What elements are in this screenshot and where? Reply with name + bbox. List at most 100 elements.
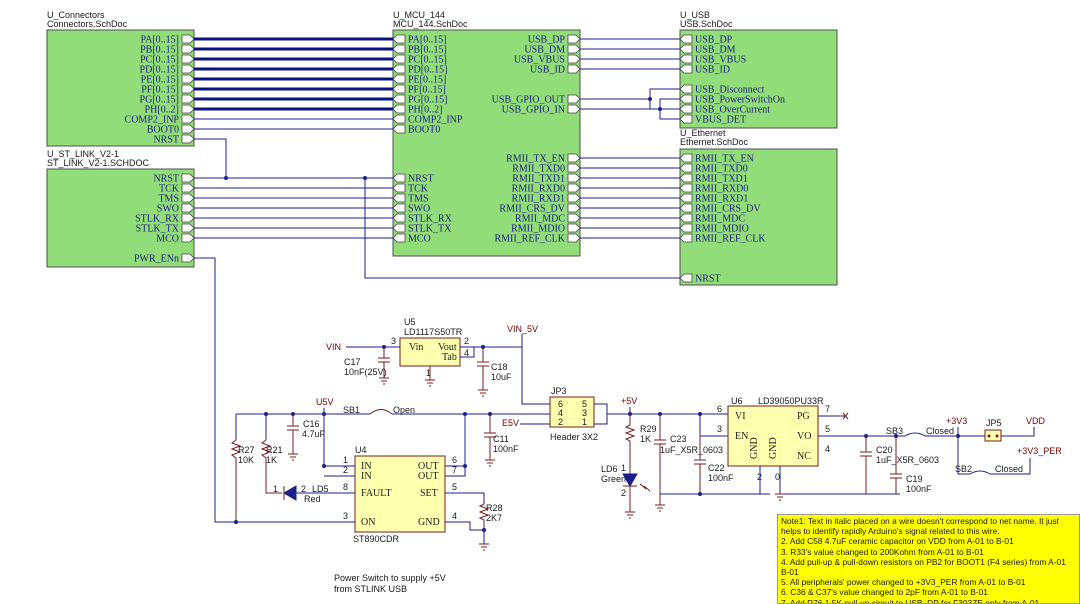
- connectors-pin: COMP2_INP: [125, 115, 180, 126]
- sheet-ethernet-name: U_Ethernet: [680, 128, 726, 138]
- note-line: 6. C36 & C37's value changed to 2pF from…: [781, 587, 988, 598]
- mcu-rmii-pin: RMII_MDIO: [511, 224, 565, 235]
- mcu-left-pin: PA[0..15]: [408, 35, 447, 46]
- connectors-pin: BOOT0: [147, 125, 179, 136]
- c18-val: 10uF: [491, 372, 512, 382]
- eth-pin: RMII_MDC: [695, 214, 745, 225]
- usb-pin: USB_VBUS: [695, 55, 746, 66]
- led-ld5: 1 2 LD5 Red: [273, 484, 340, 504]
- jp5-ref: JP5: [986, 418, 1002, 428]
- note-line: Note1: Text in italic placed on a wire d…: [781, 516, 1059, 526]
- u4-gnd: GND: [418, 517, 440, 528]
- mcu-usb-pin: USB_DP: [528, 35, 566, 46]
- stlink-pin: STLK_TX: [136, 224, 180, 235]
- sheet-ethernet[interactable]: U_Ethernet Ethernet.SchDoc RMII_TX_ENRMI…: [679, 128, 838, 286]
- sheet-stlink-name: U_ST_LINK_V2-1: [47, 149, 119, 159]
- sheet-mcu[interactable]: U_MCU_144 MCU_144.SchDoc PA[0..15]PB[0..…: [392, 10, 581, 257]
- sheet-stlink[interactable]: U_ST_LINK_V2-1 ST_LINK_V2-1.SCHDOC NRSTT…: [46, 149, 195, 268]
- mcu-left-pin: TMS: [408, 194, 429, 205]
- jp3-pin2: 2: [558, 417, 563, 427]
- u5-vin: Vin: [409, 342, 423, 353]
- sheet-usb[interactable]: U_USB USB.SchDoc USB_DPUSB_DMUSB_VBUSUSB…: [679, 10, 838, 129]
- u6-n5: 4: [825, 444, 830, 454]
- eth-pin: RMII_MDIO: [695, 224, 749, 235]
- note-line: 3. R33's value changed to 200Kohm from A…: [781, 546, 984, 557]
- c19-ref: C19: [906, 474, 923, 484]
- u6-pg: PG: [797, 411, 810, 422]
- stlink-pin: TMS: [158, 194, 179, 205]
- ld6-pin2: 2: [621, 488, 626, 498]
- eth-pin: RMII_CRS_DV: [695, 204, 761, 215]
- u4-out1: OUT: [418, 461, 439, 472]
- connectors-pin: PB[0..15]: [140, 45, 179, 56]
- u5-ref: U5: [404, 317, 416, 327]
- caption-line1: Power Switch to supply +5V: [334, 573, 446, 583]
- ld6-ref: LD6: [601, 464, 618, 474]
- c23-val: 1uF_X5R_0603: [660, 445, 723, 455]
- c17-ref: C17: [344, 357, 361, 367]
- c16-val: 4.7uF: [302, 429, 326, 439]
- jumper-jp5[interactable]: JP5: [984, 418, 1002, 442]
- usb-pin: USB_DP: [695, 35, 733, 46]
- sheet-mcu-file: MCU_144.SchDoc: [393, 19, 468, 29]
- net-vdd: VDD: [1026, 416, 1046, 426]
- jp3-pin6: 6: [558, 399, 563, 409]
- u5-pin4: 4: [464, 348, 469, 358]
- note-line: 4. Add pull-up & pull-down resistors on …: [781, 556, 1066, 567]
- u6-gnd1: GND: [749, 437, 760, 459]
- mcu-left-pin: NRST: [408, 174, 434, 185]
- c20-val: 1uF_X5R_0603: [876, 455, 939, 465]
- stlink-pin: PWR_ENn: [134, 254, 179, 265]
- r28-val: 2K7: [486, 513, 502, 523]
- u4-fault: FAULT: [361, 488, 392, 499]
- r27-ref: R27: [238, 445, 255, 455]
- mcu-left-pin: PB[0..15]: [408, 45, 447, 56]
- switch-u4[interactable]: U4 IN IN FAULT ON OUT OUT SET GND 1 2 8 …: [322, 445, 457, 544]
- r28-ref: R28: [486, 503, 503, 513]
- sb1-state: Open: [393, 405, 415, 415]
- mcu-rmii-pin: RMII_REF_CLK: [494, 234, 565, 245]
- mcu-rmii-pin: RMII_TXD0: [512, 164, 565, 175]
- header-jp3[interactable]: JP3 6 5 4 3 2 1 Header 3X2: [549, 386, 598, 442]
- ld5-ref: LD5: [312, 484, 329, 494]
- regulator-u6[interactable]: U6 LD39050PU33R VI EN GND GND PG VO NC 6…: [717, 396, 830, 482]
- r29-val: 1K: [640, 434, 651, 444]
- mcu-left-pin: TCK: [408, 184, 429, 195]
- eth-pin: RMII_RXD1: [695, 194, 748, 205]
- net-5v: +5V: [621, 396, 637, 406]
- sb2-state: Closed: [995, 464, 1023, 474]
- eth-pin: RMII_TXD0: [695, 164, 748, 175]
- stlink-pin: NRST: [153, 174, 179, 185]
- r21-val: 1K: [266, 455, 277, 465]
- mcu-rmii-pin: RMII_CRS_DV: [499, 204, 565, 215]
- connectors-pin: PG[0..15]: [140, 95, 179, 106]
- r29-ref: R29: [640, 424, 657, 434]
- mcu-left-pin: PD[0..15]: [408, 65, 447, 76]
- sheet-mcu-name: U_MCU_144: [393, 10, 445, 20]
- u5-pin1: 1: [426, 368, 431, 378]
- stlink-pin: SWO: [157, 204, 179, 215]
- jp3-pin4: 4: [558, 408, 563, 418]
- net-vin-5v: VIN_5V: [507, 324, 538, 334]
- c16-ref: C16: [303, 419, 320, 429]
- net-u5v: U5V: [316, 397, 334, 407]
- net-e5v: E5V: [502, 418, 519, 428]
- revision-notes: Note1: Text in italic placed on a wire d…: [777, 514, 1080, 604]
- mcu-rmii-pin: RMII_TXD1: [512, 174, 565, 185]
- u4-n6: 6: [452, 455, 457, 465]
- regulator-u5[interactable]: U5 LD1117S50TR Vin Vout Tab 3 2 4 1: [391, 317, 469, 378]
- usb-pin: USB_DM: [695, 45, 736, 56]
- u6-vo: VO: [797, 431, 811, 442]
- ld5-pin2: 2: [301, 484, 306, 494]
- sheet-connectors-file: Connectors.SchDoc: [47, 19, 128, 29]
- u4-in2: IN: [361, 471, 372, 482]
- net-3v3: +3V3: [946, 416, 967, 426]
- note-line: B-01: [781, 567, 799, 578]
- u4-n7: 7: [452, 465, 457, 475]
- mcu-left-pin: PE[0..15]: [408, 75, 446, 86]
- sheet-connectors[interactable]: U_Connectors Connectors.SchDoc PA[0..15]…: [46, 10, 195, 147]
- u6-nc: NC: [797, 451, 811, 462]
- mcu-left-pin: BOOT0: [408, 125, 440, 136]
- sheet-usb-name: U_USB: [680, 10, 710, 20]
